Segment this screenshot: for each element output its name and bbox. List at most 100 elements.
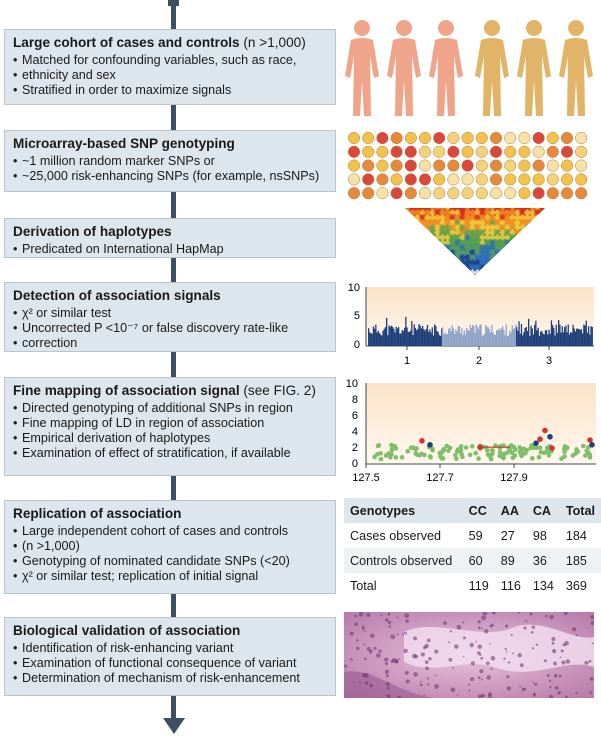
manhattan-point [448,328,450,346]
manhattan-point [423,329,425,346]
finemap-point [519,447,524,452]
manhattan-point [460,333,462,346]
haplotype-ld-triangle [405,208,545,275]
finemap-point [463,445,469,450]
finemap-point [518,452,524,458]
microarray-dot [504,145,517,158]
genotype-table: Genotypes CC AA CA Total Cases observed … [344,498,601,598]
microarray-dot [546,159,559,172]
flow-arrow-head [163,718,185,734]
manhattan-point [550,320,553,346]
manhattan-point [473,325,475,346]
manhattan-point [558,320,560,346]
step-title: Microarray-based SNP genotyping [13,136,235,151]
finemap-point [570,453,576,458]
finemap-point [411,445,417,451]
manhattan-point [538,335,541,346]
microarray-dot [532,131,545,145]
manhattan-point [543,334,545,346]
microarray-dot [390,145,403,158]
microarray-dot [475,159,488,172]
manhattan-point [478,328,480,346]
step-bullet-cont: (n >1,000) [13,539,327,554]
manhattan-point [467,329,469,346]
step-bullet: ~1 million random marker SNPs or [13,154,327,169]
step-fine-mapping: Fine mapping of association signal (see … [4,377,336,476]
step-bullet: Large independent cohort of cases and co… [13,524,327,539]
y-tick-label: 10 [348,282,360,294]
step-haplotypes: Derivation of haplotypes Predicated on I… [4,218,336,258]
finemap-point [399,455,405,460]
x-tick-label: 2 [476,355,482,367]
manhattan-point [522,335,524,346]
microarray-dot [418,159,432,172]
manhattan-point [389,326,391,346]
manhattan-point [490,332,492,346]
manhattan-point [556,332,559,346]
microarray-dot [404,131,417,145]
manhattan-point [420,328,423,346]
manhattan-point [369,332,371,346]
step-detection: Detection of association signals χ² or s… [4,282,336,352]
finemap-point [536,454,542,460]
microarray-dot [362,145,375,158]
manhattan-point [504,335,506,346]
step-bullet: Empirical derivation of haplotypes [13,431,327,446]
manhattan-point [549,333,551,346]
manhattan-point [451,325,453,346]
microarray-dot [447,145,460,158]
finemap-point [454,456,459,462]
finemap-x-ticks: 127.5 127.7 127.9 [352,464,528,484]
finemap-point [453,452,458,458]
manhattan-point [503,329,505,346]
finemap-point [459,451,464,457]
manhattan-point [394,332,396,346]
person-figure [517,20,551,116]
x-tick-label: 127.7 [426,472,454,484]
step-bullet-cont: correction [13,336,327,351]
microarray-dot [489,173,503,186]
microarray-dot [546,145,559,158]
step-title-suffix: (see FIG. 2) [239,383,316,398]
y-tick-label: 10 [346,378,358,390]
microarray-dot [560,187,574,200]
manhattan-point [428,331,430,346]
finemap-point [477,444,483,450]
finemap-point [391,443,396,449]
manhattan-point [435,325,437,346]
step-bullet: Determination of mechanism of risk-enhan… [13,671,327,686]
manhattan-point [430,332,432,346]
manhattan-point [534,324,536,346]
manhattan-point [560,332,562,346]
microarray-dot [390,187,403,200]
finemap-point [586,445,591,450]
finemap-point [419,438,425,444]
manhattan-point [540,331,542,346]
manhattan-point [577,328,579,346]
finemap-point [547,434,553,440]
table-cell: 185 [565,553,587,568]
manhattan-point [383,328,385,346]
manhattan-point [579,329,581,346]
microarray-dot [532,173,545,186]
manhattan-point [472,325,474,346]
x-tick-label: 3 [546,355,552,367]
manhattan-point [574,331,577,346]
finemap-point [587,437,593,443]
finemap-point [489,447,495,453]
manhattan-point [479,325,481,346]
manhattan-point [375,324,377,346]
finemap-point [510,455,516,461]
table-cell: Cases observed [350,528,442,543]
manhattan-point [536,330,538,346]
finemap-point [497,450,503,455]
fine-mapping-plot: 10 8 6 4 2 0 127.5 127.7 127.9 [346,378,596,484]
manhattan-point [541,330,543,346]
microarray-dot [518,187,531,200]
table-cell: 134 [532,578,554,593]
microarray-dot [504,173,517,186]
y-tick-label: 0 [352,458,358,470]
finemap-point [375,443,381,449]
microarray-dot [546,187,559,200]
step-title: Large cohort of cases and controls [13,35,240,50]
